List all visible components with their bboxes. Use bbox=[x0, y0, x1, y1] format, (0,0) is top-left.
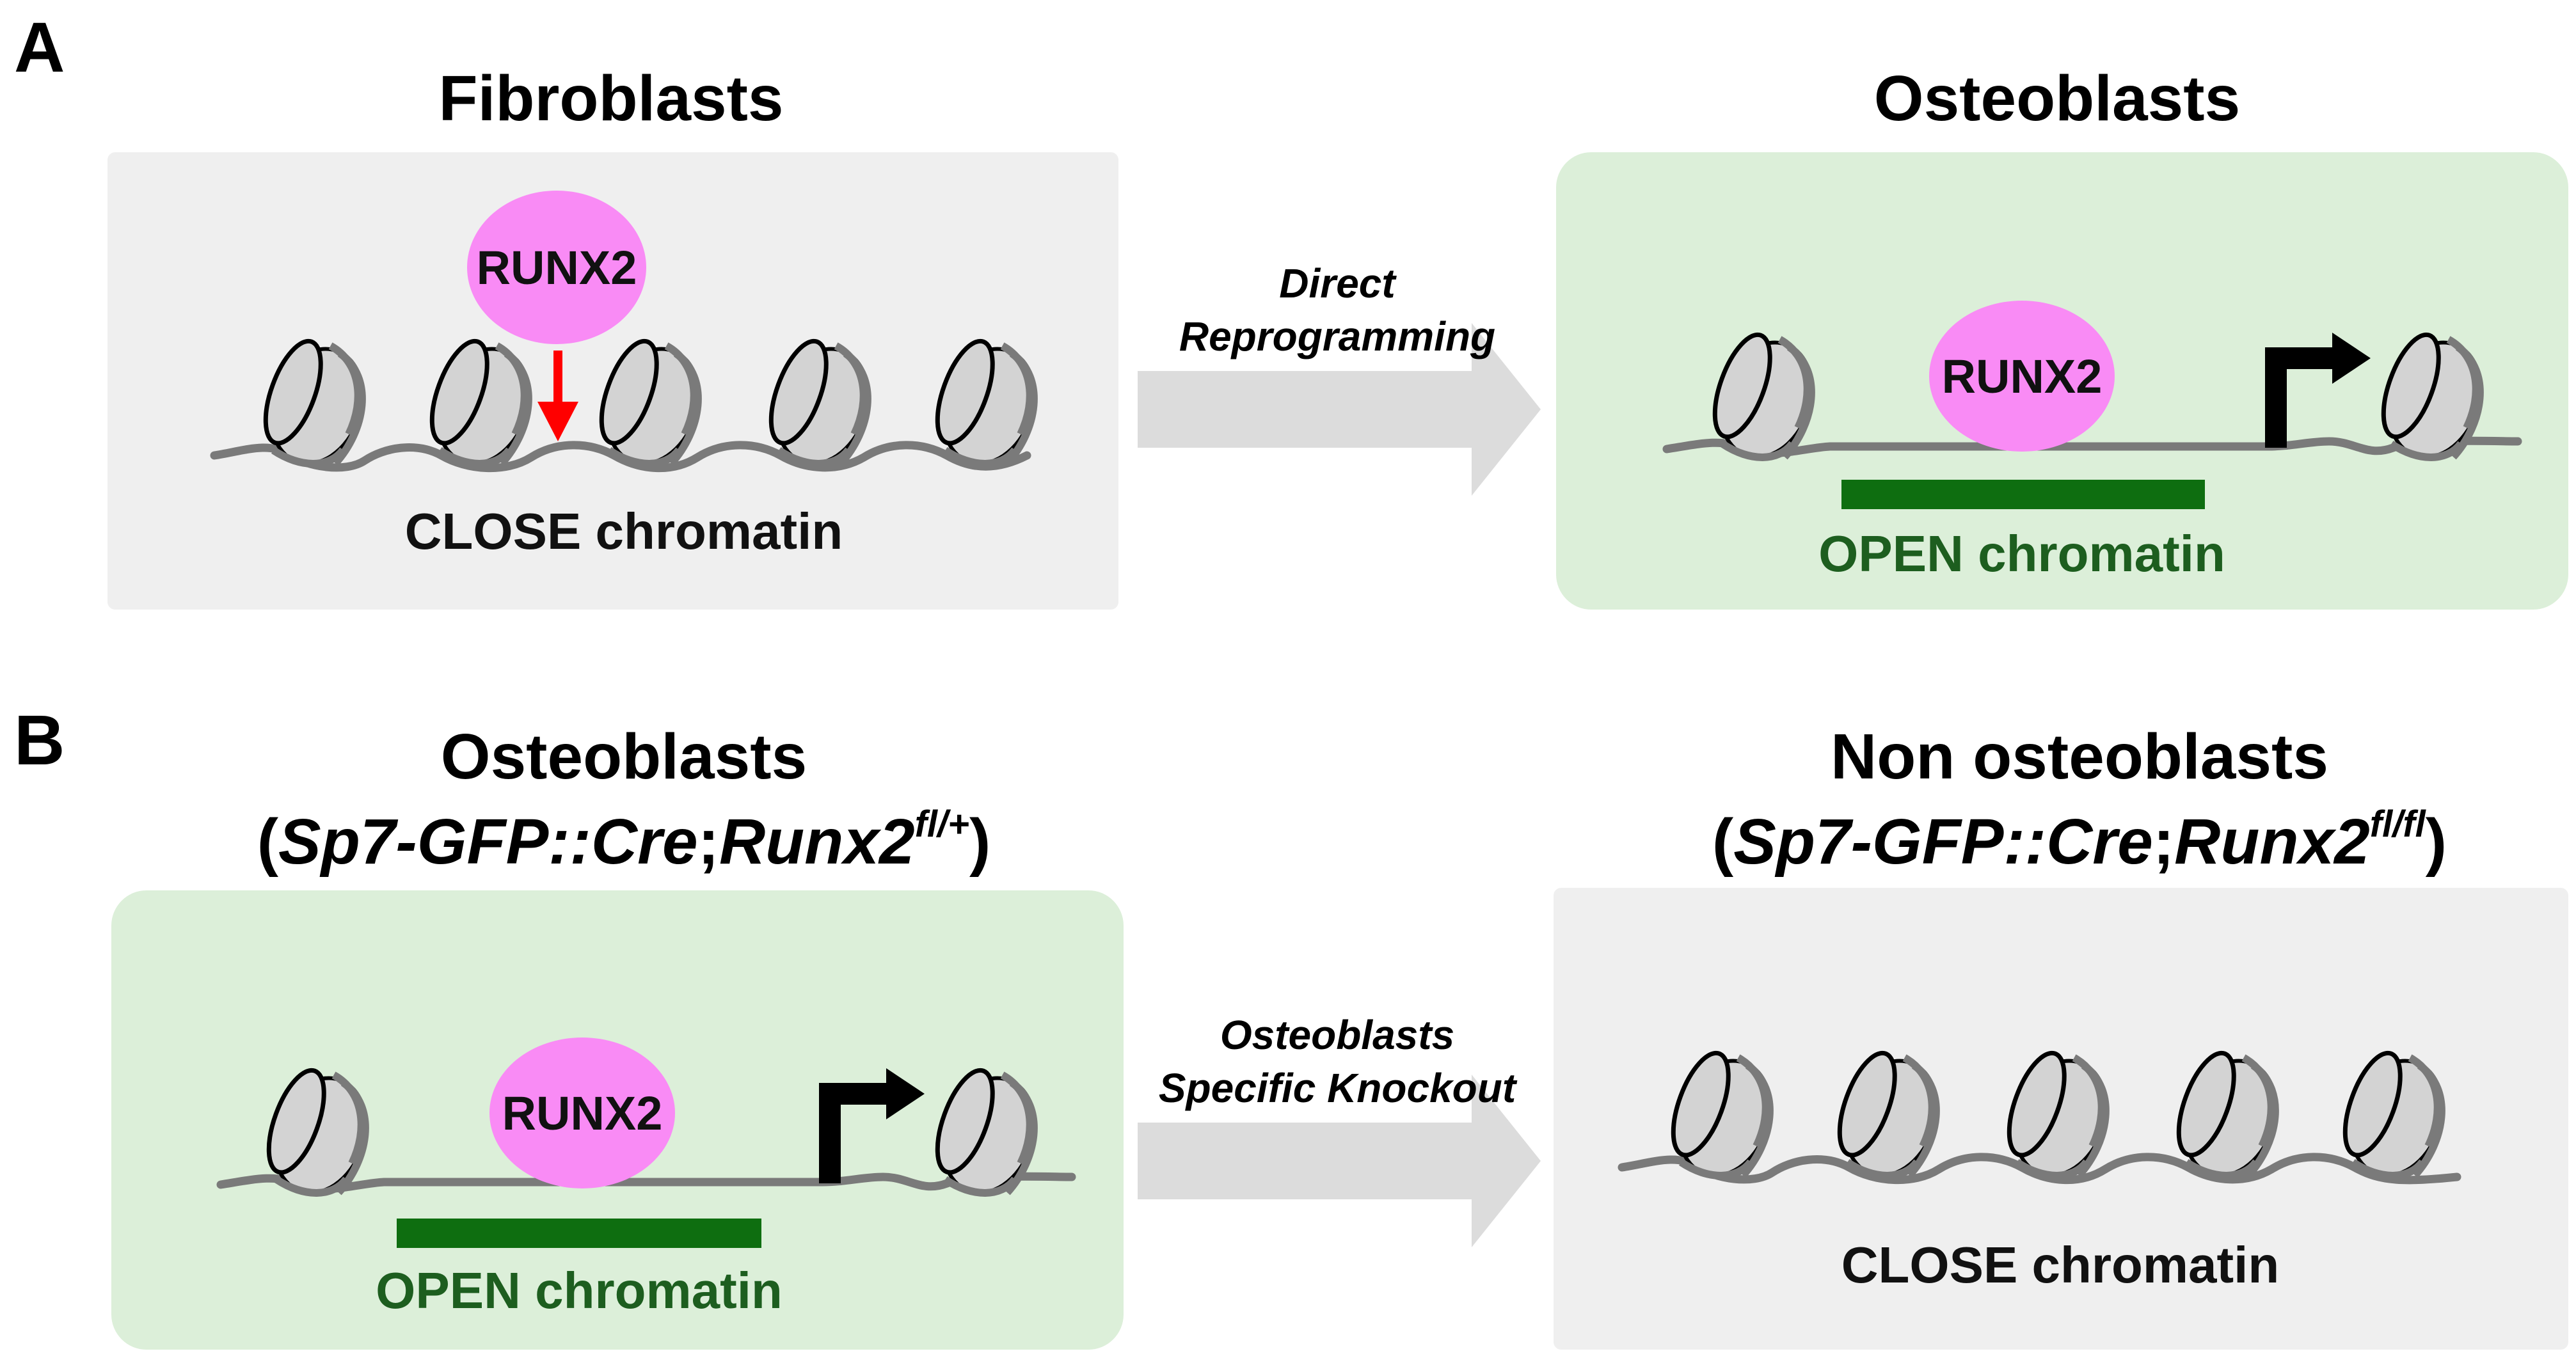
genotype-label: (Sp7-GFP::Cre;Runx2fl/+) bbox=[257, 803, 991, 878]
panel-b-letter: B bbox=[14, 701, 65, 780]
fibroblasts-chromatin bbox=[210, 335, 1051, 477]
open-chromatin-bar bbox=[397, 1219, 761, 1248]
runx2-factor: RUNX2 bbox=[467, 191, 646, 344]
osteoblasts-title: Osteoblasts bbox=[1874, 63, 2240, 134]
runx2-label: RUNX2 bbox=[502, 1087, 663, 1140]
arrow-label-line1: Osteoblasts bbox=[1220, 1012, 1454, 1058]
close-chromatin-label: CLOSE chromatin bbox=[405, 503, 843, 560]
arrow-label-line2: Specific Knockout bbox=[1159, 1065, 1518, 1111]
osteoblasts-chromatin: RUNX2 bbox=[216, 1038, 1076, 1206]
runx2-factor: RUNX2 bbox=[489, 1038, 675, 1188]
non-osteoblasts-chromatin bbox=[1618, 1046, 2458, 1188]
arrow-label-line1: Direct bbox=[1279, 260, 1397, 306]
transcription-start-arrow bbox=[819, 1068, 925, 1183]
open-chromatin-label: OPEN chromatin bbox=[1818, 525, 2225, 582]
osteoblasts-chromatin: RUNX2 bbox=[1662, 301, 2522, 470]
close-chromatin-label: CLOSE chromatin bbox=[1841, 1236, 2280, 1293]
osteoblast-knockout-arrow: Osteoblasts Specific Knockout bbox=[1138, 1012, 1541, 1247]
genotype-label: (Sp7-GFP::Cre;Runx2fl/fl) bbox=[1712, 803, 2447, 878]
open-chromatin-label: OPEN chromatin bbox=[376, 1262, 783, 1319]
open-chromatin-bar bbox=[1841, 480, 2205, 509]
binding-arrow bbox=[537, 351, 578, 441]
arrow-label-line2: Reprogramming bbox=[1179, 313, 1495, 359]
direct-reprogramming-arrow: Direct Reprogramming bbox=[1138, 260, 1541, 496]
fibroblasts-title: Fibroblasts bbox=[439, 63, 784, 134]
runx2-label: RUNX2 bbox=[1942, 350, 2103, 403]
transcription-start-arrow bbox=[2265, 333, 2371, 448]
osteoblasts-title: Osteoblasts bbox=[441, 721, 807, 793]
non-osteoblasts-title: Non osteoblasts bbox=[1831, 721, 2328, 793]
panel-a-letter: A bbox=[14, 8, 65, 87]
runx2-label: RUNX2 bbox=[477, 241, 637, 294]
runx2-factor: RUNX2 bbox=[1929, 301, 2115, 452]
